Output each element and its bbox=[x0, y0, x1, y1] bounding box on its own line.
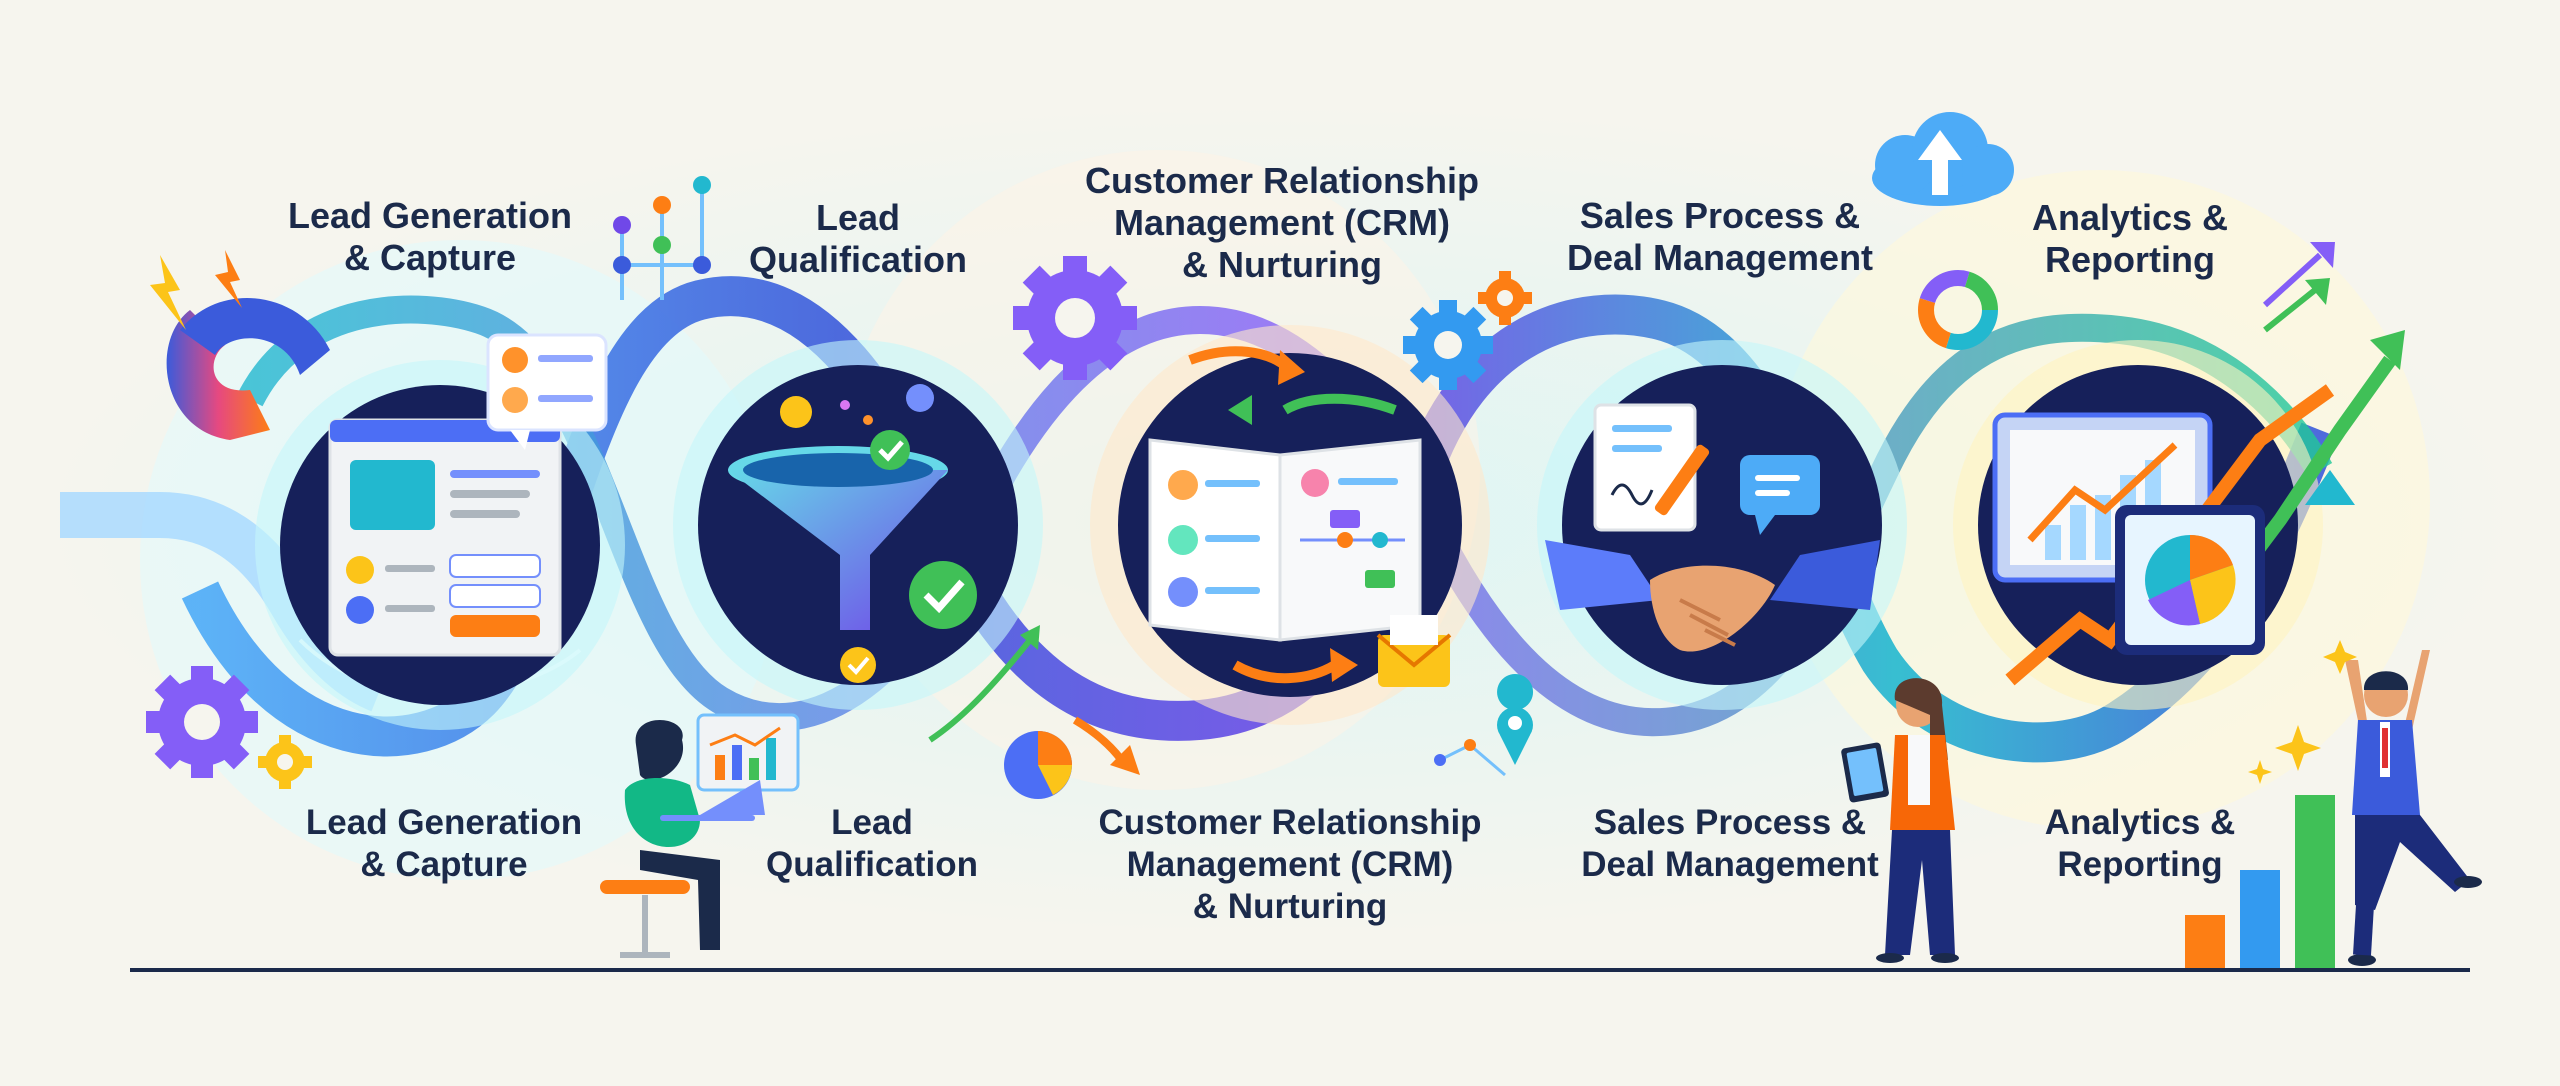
cloud-upload-icon bbox=[1872, 112, 2014, 206]
stage-3-top-label: Customer Relationship Management (CRM) &… bbox=[1084, 160, 1480, 285]
gear-icon-purple bbox=[146, 666, 258, 778]
crm-book-icon bbox=[1148, 346, 1452, 687]
stage-circle-4 bbox=[1537, 340, 1907, 710]
gear-icon-orange bbox=[1478, 271, 1532, 325]
stage-2-bottom-label: Lead Qualification bbox=[766, 803, 978, 884]
person-laptop-illustration bbox=[600, 713, 800, 958]
stage-2-top-label: Lead Qualification bbox=[748, 197, 968, 280]
gear-icon-blue bbox=[1403, 300, 1493, 390]
rising-arrows-icon bbox=[2262, 242, 2335, 333]
sparkle-icon bbox=[2248, 725, 2321, 784]
gear-icon-large bbox=[1013, 256, 1137, 380]
stage-3-bottom-label: Customer Relationship Management (CRM) &… bbox=[1098, 803, 1482, 926]
magnet-form-icon bbox=[150, 250, 608, 657]
pie-chart-small-icon bbox=[1004, 731, 1072, 799]
bar-chart-bottom bbox=[2185, 795, 2335, 970]
location-pin-icon bbox=[1434, 674, 1534, 777]
stage-5-top-label: Analytics & Reporting bbox=[2031, 197, 2229, 280]
sparkle-lines bbox=[2323, 640, 2357, 674]
curved-arrow-green bbox=[928, 625, 1040, 743]
gear-icon-yellow bbox=[258, 735, 312, 789]
arrow-icon-orange bbox=[1072, 716, 1140, 775]
funnel-icon bbox=[728, 384, 977, 683]
person-tablet-illustration bbox=[1841, 678, 1959, 963]
stage-1-bottom-label: Lead Generation & Capture bbox=[305, 803, 583, 884]
stage-5-bottom-label: Analytics & Reporting bbox=[2044, 803, 2236, 884]
stage-1-top-label: Lead Generation & Capture bbox=[287, 195, 573, 278]
analytics-chart-icon bbox=[1992, 330, 2405, 686]
network-nodes-icon bbox=[613, 176, 711, 300]
person-celebrating-illustration bbox=[2345, 650, 2482, 966]
stage-4-top-label: Sales Process & Deal Management bbox=[1566, 195, 1874, 278]
handshake-icon bbox=[1545, 403, 1880, 652]
stage-4-bottom-label: Sales Process & Deal Management bbox=[1581, 803, 1879, 884]
donut-chart-icon bbox=[1918, 270, 1998, 350]
